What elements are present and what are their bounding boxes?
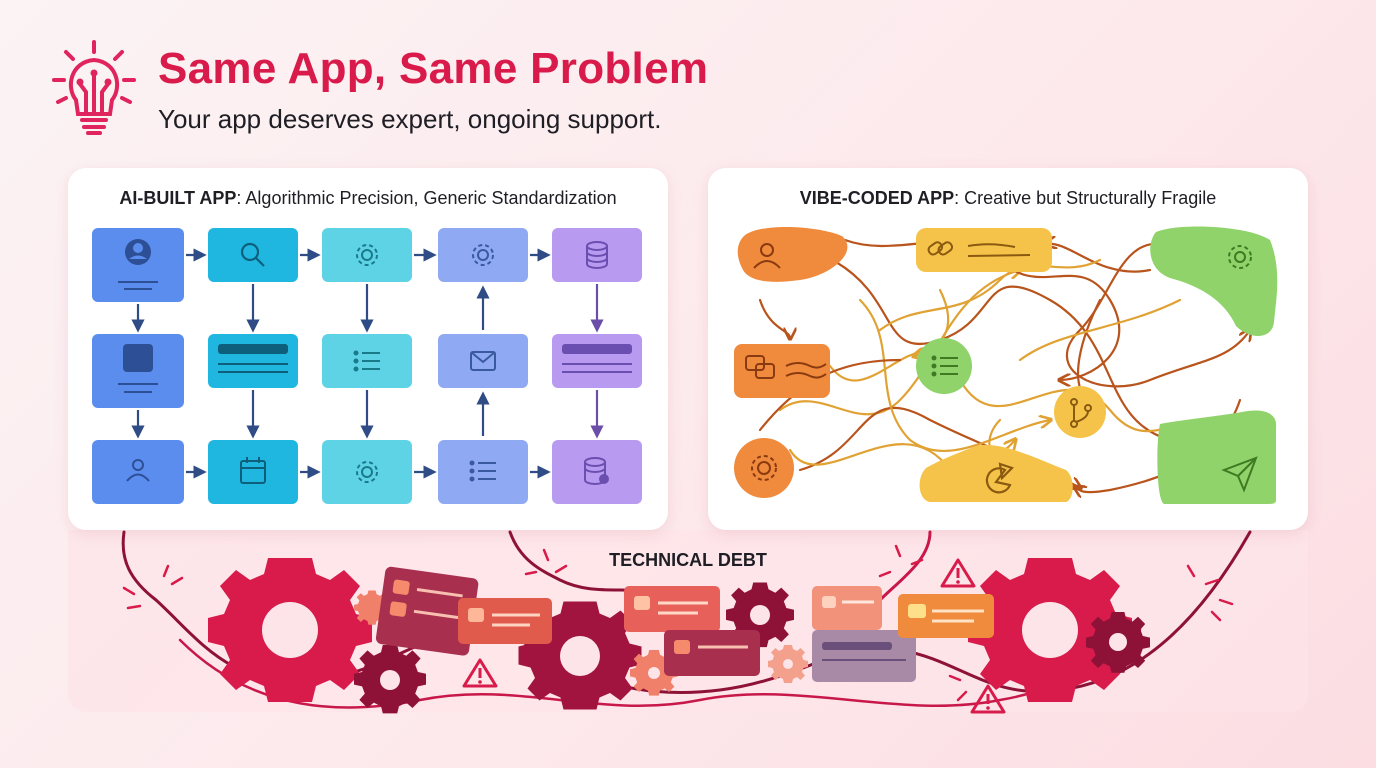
list-icon xyxy=(353,350,380,372)
chat-icon xyxy=(745,355,827,379)
calendar-icon xyxy=(240,457,266,484)
debt-card xyxy=(812,586,882,630)
square-icon xyxy=(118,344,158,393)
ai-node xyxy=(438,228,528,282)
user-icon xyxy=(126,459,150,482)
vibe-node-gear xyxy=(1150,226,1278,337)
ai-node xyxy=(322,440,412,504)
debt-card xyxy=(664,630,760,676)
vibe-node-chat xyxy=(734,344,830,398)
gear-icon xyxy=(751,455,777,481)
broken-wire-icon xyxy=(524,548,568,576)
vibe-node-gear-orange xyxy=(734,438,794,498)
warning-icon xyxy=(970,684,1006,714)
send-icon xyxy=(1221,456,1258,493)
vibe-node-branch xyxy=(1054,386,1106,438)
broken-wire-icon xyxy=(1186,564,1234,622)
pie-icon xyxy=(985,462,1015,494)
gear-icon xyxy=(726,582,794,648)
broken-wire-icon xyxy=(122,564,184,610)
list-icon xyxy=(469,460,496,482)
mail-icon xyxy=(470,351,496,371)
page-title: Same App, Same Problem xyxy=(158,44,709,93)
ai-node xyxy=(208,440,298,504)
warning-icon xyxy=(940,558,976,588)
gear-icon xyxy=(768,645,808,683)
vibe-coded-label: VIBE-CODED APP xyxy=(799,188,955,208)
list-icon xyxy=(931,355,958,377)
gear-icon xyxy=(356,244,378,266)
gear-icon xyxy=(518,601,642,710)
link-icon xyxy=(927,241,1031,257)
vibe-node-user xyxy=(737,226,848,282)
debt-card xyxy=(898,594,994,638)
user-icon xyxy=(753,243,781,269)
header-lightbulb-icon xyxy=(52,40,136,135)
database-icon xyxy=(586,241,608,269)
ai-node xyxy=(208,228,298,282)
gear-icon xyxy=(968,558,1132,702)
page-subtitle: Your app deserves expert, ongoing suppor… xyxy=(158,104,662,134)
database-icon xyxy=(584,457,609,485)
gear-icon xyxy=(472,244,494,266)
warning-icon xyxy=(462,658,498,688)
debt-card xyxy=(458,598,552,644)
ai-node xyxy=(322,228,412,282)
gear-icon xyxy=(1086,612,1150,673)
branch-icon xyxy=(1070,398,1092,428)
debt-card xyxy=(812,630,916,682)
user-icon xyxy=(118,239,158,290)
ai-node xyxy=(92,440,184,504)
broken-wire-icon xyxy=(878,544,924,578)
ai-built-label: AI-BUILT APP xyxy=(119,188,237,208)
gear-icon xyxy=(356,461,378,483)
debt-card xyxy=(624,586,720,632)
vibe-node-pie xyxy=(919,444,1073,502)
ai-built-panel-title: AI-BUILT APP: Algorithmic Precision, Gen… xyxy=(119,188,617,208)
vibe-coded-panel-title: VIBE-CODED APP: Creative but Structurall… xyxy=(799,188,1217,208)
technical-debt-label: TECHNICAL DEBT xyxy=(609,550,767,570)
broken-wire-icon xyxy=(948,674,968,702)
gear-icon xyxy=(1228,245,1252,269)
bar-icon xyxy=(218,344,288,373)
ai-arrows xyxy=(131,248,551,479)
debt-card xyxy=(375,566,479,656)
search-icon xyxy=(240,242,265,267)
gear-icon xyxy=(208,558,372,702)
bar-icon xyxy=(562,344,632,373)
vibe-coded-description: Creative but Structurally Fragile xyxy=(964,188,1217,208)
vibe-node-link xyxy=(916,228,1052,272)
ai-built-description: Algorithmic Precision, Generic Standardi… xyxy=(245,188,617,208)
gear-icon xyxy=(354,645,426,714)
gear-icon xyxy=(630,650,678,696)
